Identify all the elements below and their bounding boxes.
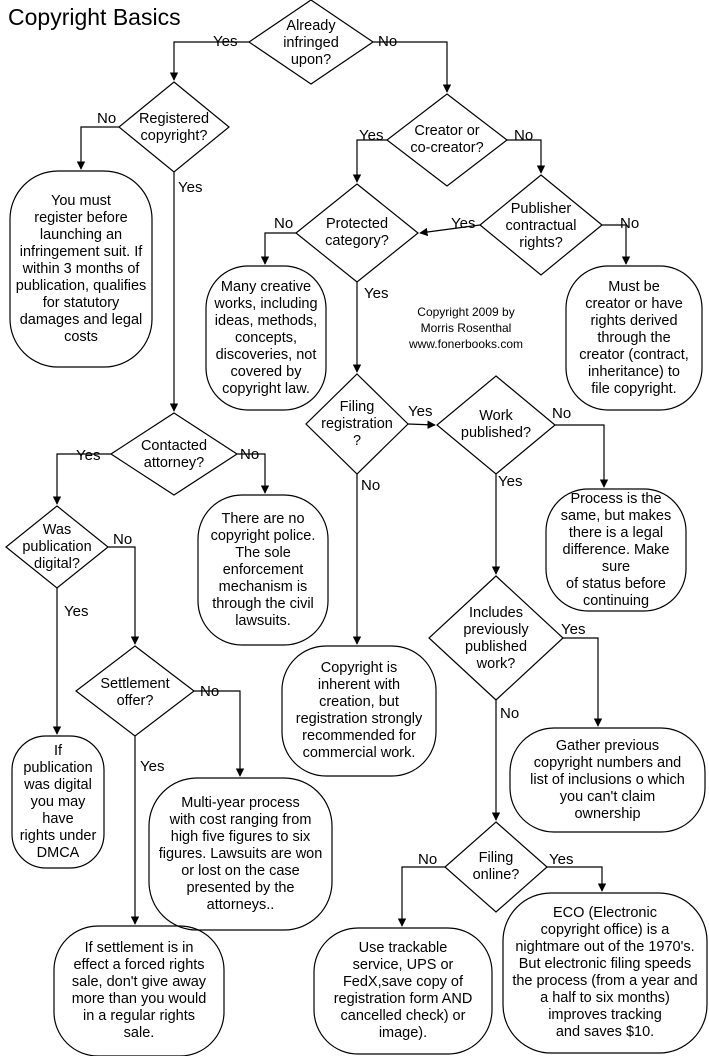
connector <box>352 139 387 183</box>
outcome-gather-previous <box>509 727 706 833</box>
decision-label-filing-online: Filing online? <box>472 850 520 883</box>
outcome-multi-year <box>148 777 333 931</box>
branch-label-yes: Yes <box>359 127 384 144</box>
branch-label-no: No <box>552 405 572 422</box>
decision-label-already-infringed: Already infringed upon? <box>283 17 339 68</box>
connector <box>397 866 445 927</box>
connector <box>169 41 249 81</box>
outcome-label-must-be-creator: Must be creator or have rights derived t… <box>579 278 689 397</box>
branch-label-no: No <box>361 477 381 494</box>
decision-contacted-attorney <box>109 412 239 496</box>
branch-label-no: No <box>418 851 438 868</box>
branch-label-yes: Yes <box>408 403 433 420</box>
outcome-forced-sale <box>53 925 225 1056</box>
outcome-label-no-police: There are no copyright police. The sole … <box>210 510 316 629</box>
decision-label-work-published: Work published? <box>460 408 532 441</box>
connector <box>419 224 481 237</box>
branch-label-yes: Yes <box>549 851 574 868</box>
decision-label-creator: Creator or co-creator? <box>410 123 484 156</box>
branch-label-yes: Yes <box>364 285 389 302</box>
outcome-inherent <box>281 645 437 777</box>
branch-label-no: No <box>514 127 534 144</box>
branch-label-yes: Yes <box>451 215 476 232</box>
branch-label-yes: Yes <box>561 621 586 638</box>
outcome-must-be-creator <box>565 265 703 411</box>
decision-creator <box>386 93 508 187</box>
outcome-label-gather-previous: Gather previous copyright numbers and li… <box>530 737 685 822</box>
connector <box>194 690 245 777</box>
connector <box>237 453 270 494</box>
connector <box>602 224 631 265</box>
outcome-must-register <box>9 170 153 368</box>
branch-label-yes: Yes <box>76 447 101 464</box>
branch-label-no: No <box>274 215 294 232</box>
branch-label-yes: Yes <box>498 473 523 490</box>
branch-label-no: No <box>113 531 133 548</box>
decision-filing-online <box>444 821 548 913</box>
connector <box>52 453 111 505</box>
branch-label-yes: Yes <box>64 603 89 620</box>
outcome-label-inherent: Copyright is inherent with creation, but… <box>295 660 423 761</box>
copyright-credit: Copyright 2009 by Morris Rosenthal www.f… <box>408 305 524 351</box>
outcome-not-covered <box>205 265 327 411</box>
outcome-no-police <box>197 494 329 646</box>
branch-label-no: No <box>97 110 117 127</box>
branch-label-yes: Yes <box>178 179 203 196</box>
decision-label-filing-registration: Filing registration ? <box>321 398 393 449</box>
outcome-process-same <box>545 488 687 612</box>
decision-label-contacted-attorney: Contacted attorney? <box>140 438 208 471</box>
outcome-label-eco: ECO (Electronic copyright office) is a n… <box>512 905 698 1040</box>
connector <box>373 41 452 93</box>
branch-label-yes: Yes <box>213 33 238 50</box>
outcome-label-forced-sale: If settlement is in effect a forced righ… <box>71 940 207 1041</box>
outcome-label-trackable: Use trackable service, UPS or FedX,save … <box>333 940 473 1041</box>
branch-label-no: No <box>200 683 220 700</box>
outcome-label-process-same: Process is the same, but makes there is … <box>560 490 672 609</box>
outcome-label-dmca: If publication was digital you may have … <box>19 742 97 861</box>
decision-label-registered: Registered copyright? <box>138 111 210 144</box>
connector <box>108 546 140 645</box>
outcome-label-multi-year: Multi-year process with cost ranging fro… <box>158 794 323 913</box>
decision-label-publication-digital: Was publication digital? <box>22 521 92 572</box>
connector <box>563 637 603 727</box>
branch-label-no: No <box>378 33 398 50</box>
outcome-dmca <box>11 735 105 869</box>
outcome-eco <box>502 892 708 1054</box>
connector <box>260 232 296 265</box>
outcome-trackable <box>313 927 493 1055</box>
outcome-label-must-register: You must register before launching an in… <box>15 192 147 345</box>
outcome-label-not-covered: Many creative works, including ideas, me… <box>214 278 318 397</box>
connector <box>555 424 609 488</box>
decision-label-publisher: Publisher contractual rights? <box>505 200 577 251</box>
branch-label-yes: Yes <box>140 758 165 775</box>
decision-publisher <box>479 174 603 276</box>
connector <box>76 126 119 170</box>
decision-label-includes-previous: Includes previously published work? <box>463 605 529 672</box>
branch-label-no: No <box>500 705 520 722</box>
connector <box>547 866 607 892</box>
decision-already-infringed <box>247 0 375 85</box>
page-title: Copyright Basics <box>8 4 181 30</box>
branch-label-no: No <box>240 446 260 463</box>
decision-label-settlement: Settlement offer? <box>100 676 170 709</box>
connector <box>407 420 436 429</box>
connector <box>507 139 546 174</box>
decision-label-protected: Protected category? <box>325 216 389 249</box>
branch-label-no: No <box>620 215 640 232</box>
